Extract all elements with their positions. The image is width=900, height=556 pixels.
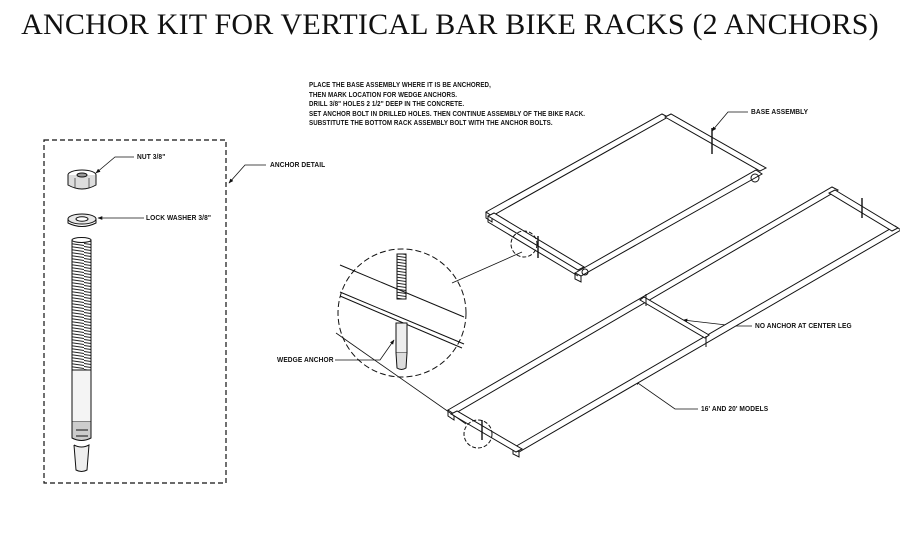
instruction-line: SUBSTITUTE THE BOTTOM RACK ASSEMBLY BOLT… — [309, 118, 553, 128]
nut-icon — [67, 169, 97, 190]
wedge-anchor-label: WEDGE ANCHOR — [277, 355, 334, 364]
leader-lines — [95, 111, 752, 410]
anchor-detail-box — [43, 139, 227, 484]
base-assembly-label: BASE ASSEMBLY — [751, 107, 809, 116]
lock-washer-icon — [67, 213, 97, 227]
lock-washer-label: LOCK WASHER 3/8" — [146, 213, 212, 222]
drawing-title: ANCHOR KIT FOR VERTICAL BAR BIKE RACKS (… — [21, 8, 879, 41]
models-label: 16' AND 20' MODELS — [701, 404, 769, 413]
anchor-detail-label: ANCHOR DETAIL — [270, 160, 326, 169]
nut-label: NUT 3/8" — [137, 152, 166, 161]
instruction-line: PLACE THE BASE ASSEMBLY WHERE IT IS BE A… — [309, 80, 491, 89]
no-anchor-center-label: NO ANCHOR AT CENTER LEG — [755, 321, 852, 330]
instruction-line: THEN MARK LOCATION FOR WEDGE ANCHORS. — [309, 89, 458, 99]
long-rack-frame — [335, 186, 900, 458]
base-assembly-frame — [485, 113, 768, 283]
instruction-notes: PLACE THE BASE ASSEMBLY WHERE IT IS BE A… — [309, 80, 585, 128]
instruction-line: DRILL 3/8" HOLES 2 1/2" DEEP IN THE CONC… — [309, 99, 465, 109]
magnified-detail-circle — [337, 248, 523, 378]
anchor-bolt-icon — [71, 237, 92, 472]
instruction-line: SET ANCHOR BOLT IN DRILLED HOLES. THEN C… — [309, 108, 586, 118]
